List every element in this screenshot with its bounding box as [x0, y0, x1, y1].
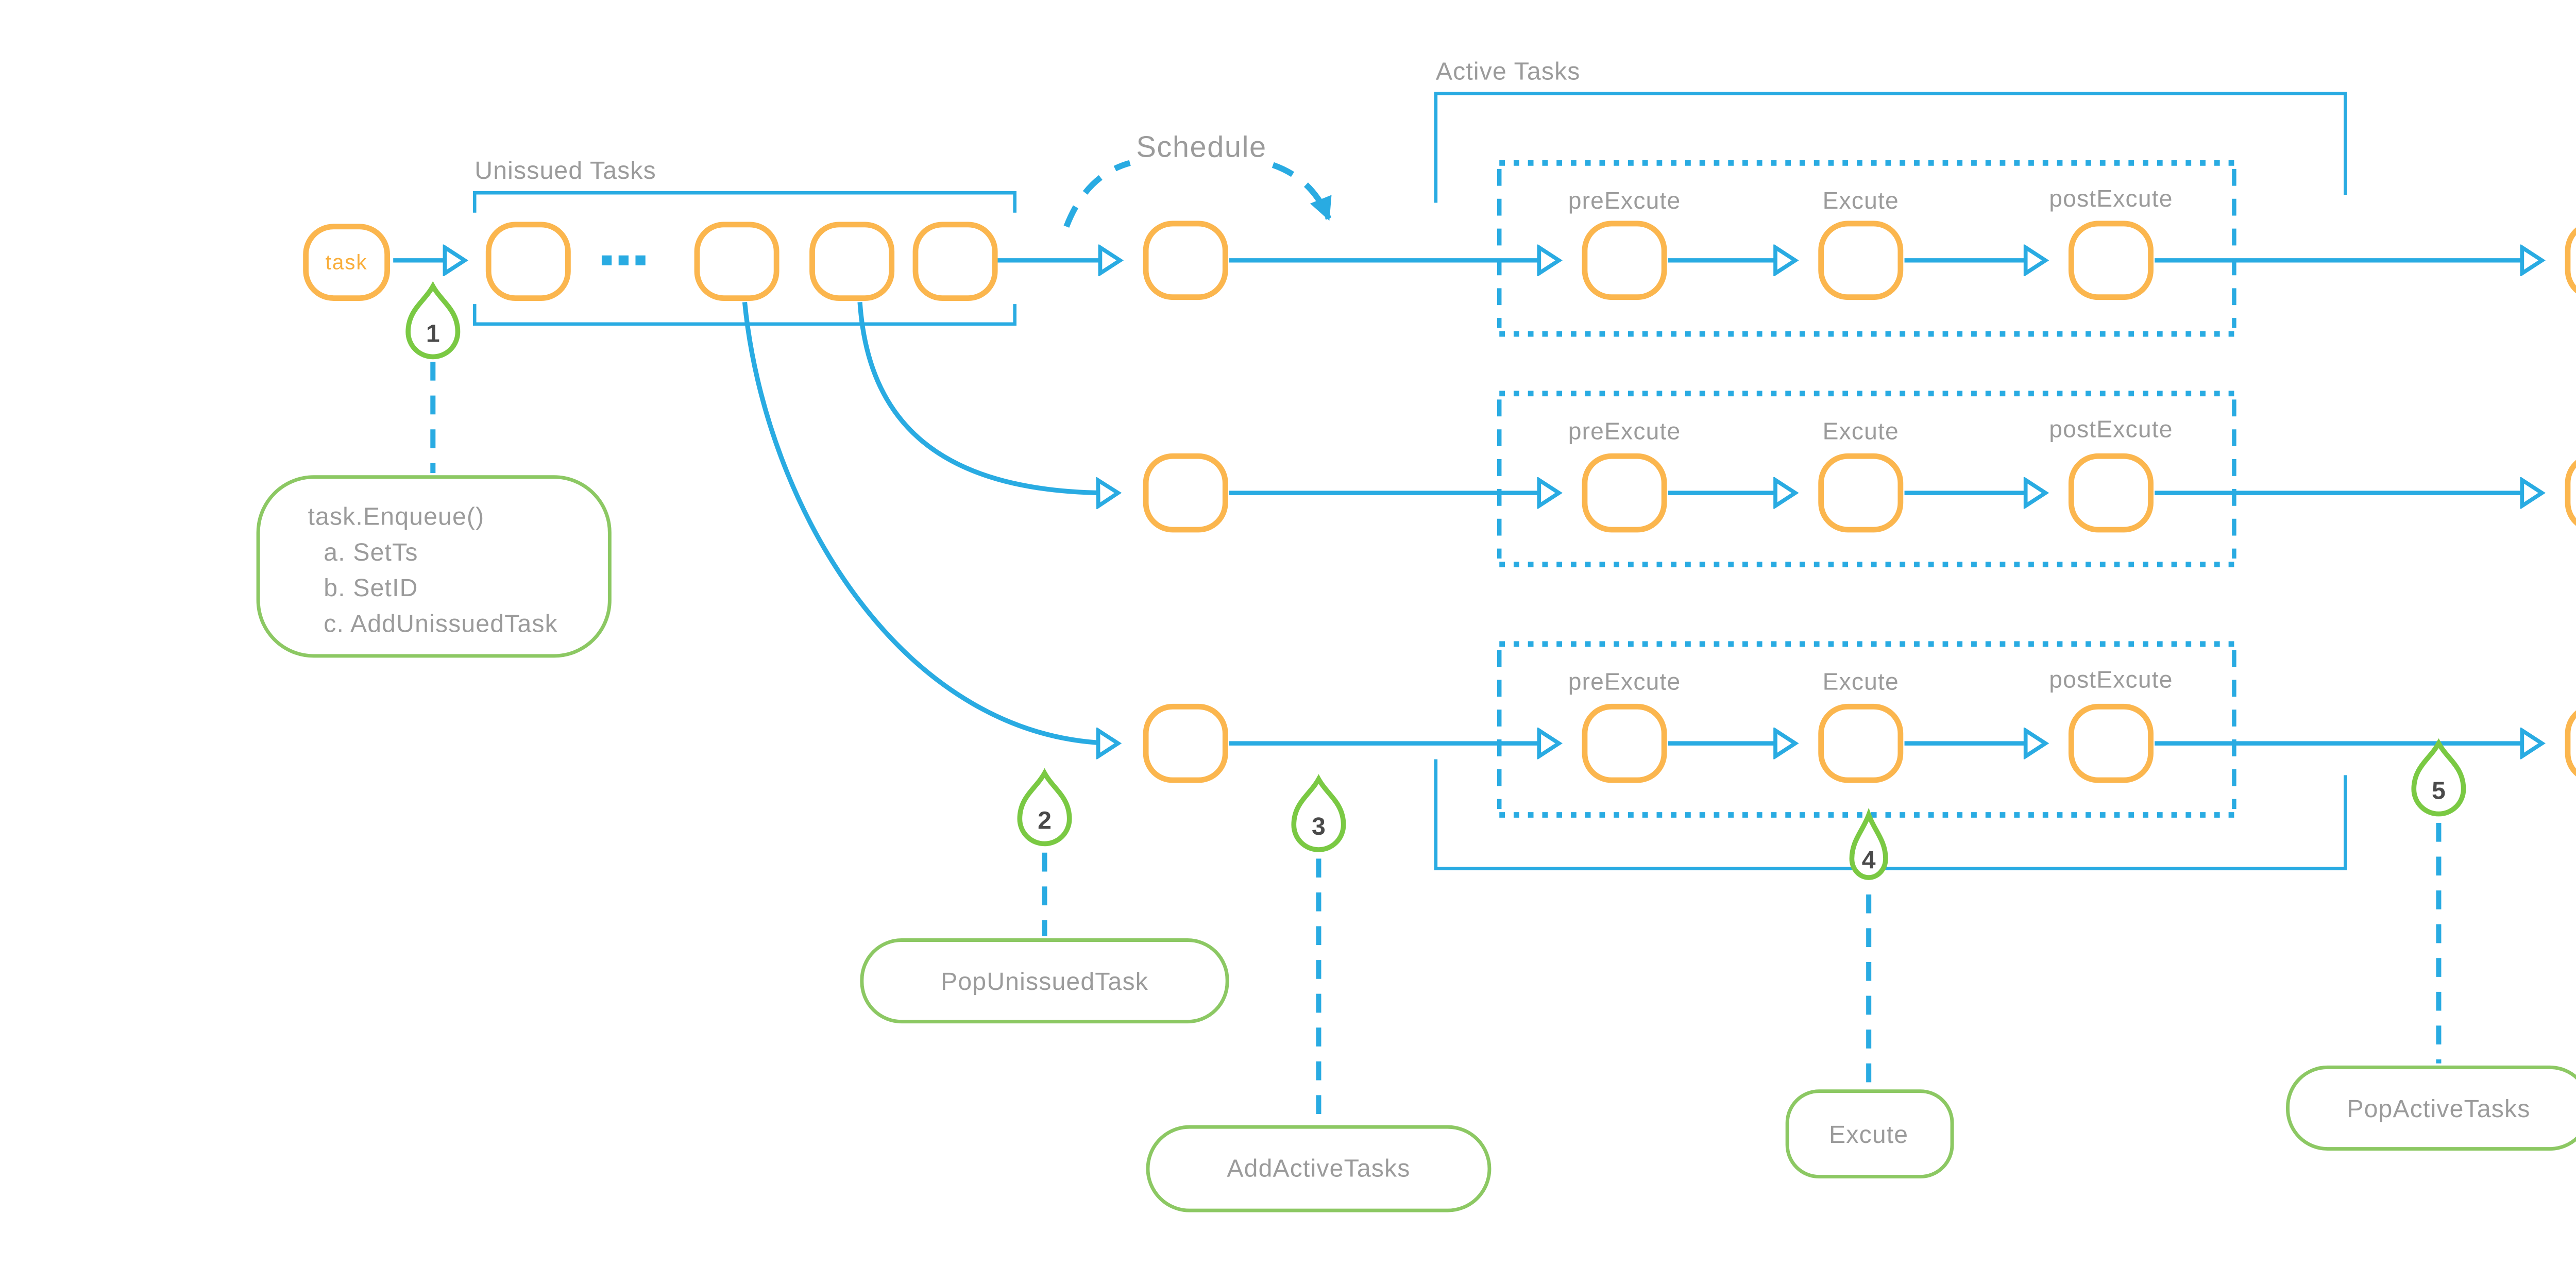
execute-node-3 — [1818, 703, 1904, 783]
step-callout-2-label: PopUnissuedTask — [941, 968, 1148, 996]
post-execute-node-2 — [2068, 453, 2154, 533]
pipeline-box-row-3 — [1497, 641, 2236, 818]
task-node — [303, 224, 391, 301]
pipeline-box-row-1 — [1497, 160, 2236, 337]
queue-ellipsis-icon — [601, 255, 646, 265]
step-number-4: 4 — [1862, 847, 1876, 874]
done-node-2 — [2565, 460, 2576, 526]
task-node-label: task — [326, 250, 368, 274]
queue-node-2 — [694, 222, 779, 301]
arrow-queue-to-schedule-2 — [857, 301, 1118, 493]
step-callout-3-label: AddActiveTasks — [1227, 1155, 1410, 1183]
step-marker-2: 2 — [1017, 768, 1072, 847]
execute-label-2: Excute — [1823, 417, 1899, 444]
schedule-label: Schedule — [1136, 131, 1266, 164]
nodes: task — [303, 221, 2576, 783]
post-execute-label-3: postExcute — [2049, 666, 2173, 693]
step-callout-4-label: Excute — [1829, 1121, 1908, 1149]
pre-execute-node-3 — [1582, 703, 1667, 783]
step-number-5: 5 — [2432, 777, 2446, 805]
step-marker-1: 1 — [405, 281, 461, 360]
pre-execute-node-1 — [1582, 221, 1667, 300]
post-execute-label-2: postExcute — [2049, 416, 2173, 443]
execute-node-1 — [1818, 221, 1904, 300]
schedule-node-row-1 — [1143, 221, 1228, 300]
step-callout-1-line-3: b. SetID — [324, 574, 418, 602]
post-execute-node-3 — [2068, 703, 2154, 783]
step-connectors — [430, 362, 2442, 1123]
schedule-arc-left — [1063, 160, 1131, 228]
step-number-2: 2 — [1038, 807, 1052, 835]
step-marker-4: 4 — [1849, 807, 1888, 880]
execute-label-3: Excute — [1823, 668, 1899, 695]
done-node-1 — [2565, 227, 2576, 294]
step-marker-5: 5 — [2411, 738, 2466, 817]
execute-label-1: Excute — [1823, 187, 1899, 214]
pre-execute-label-3: preExcute — [1568, 668, 1681, 695]
step-callout-5: PopActiveTasks — [2286, 1065, 2576, 1151]
step-number-1: 1 — [426, 319, 440, 347]
post-execute-node-1 — [2068, 221, 2154, 300]
arrow-queue-to-schedule-3 — [742, 301, 1118, 743]
step-number-3: 3 — [1312, 813, 1326, 840]
step-callout-1-line-1: task.Enqueue() — [308, 502, 484, 530]
done-node-3 — [2565, 710, 2576, 777]
step-marker-3: 3 — [1291, 774, 1346, 852]
step-callout-1-line-2: a. SetTs — [324, 538, 418, 566]
flow-arrows — [393, 260, 2542, 743]
schedule-node-row-2 — [1143, 453, 1228, 533]
schedule-node-row-3 — [1143, 703, 1228, 783]
step-callout-2: PopUnissuedTask — [860, 938, 1229, 1024]
pipeline-box-row-2 — [1497, 391, 2236, 567]
queue-node-1 — [485, 222, 571, 301]
queue-node-4 — [912, 222, 998, 301]
pre-execute-label-2: preExcute — [1568, 417, 1681, 444]
step-callout-1: task.Enqueue() a. SetTs b. SetID c. AddU… — [256, 475, 612, 658]
active-tasks-label: Active Tasks — [1436, 57, 1581, 85]
step-callout-3: AddActiveTasks — [1146, 1125, 1492, 1212]
pre-execute-node-2 — [1582, 453, 1667, 533]
step-callout-5-label: PopActiveTasks — [2347, 1095, 2530, 1123]
unissued-tasks-label: Unissued Tasks — [474, 157, 656, 184]
queue-node-3 — [809, 222, 895, 301]
step-callout-1-line-4: c. AddUnissuedTask — [324, 610, 558, 638]
post-execute-label-1: postExcute — [2049, 185, 2173, 212]
schedule-arc-right-arrow — [1272, 162, 1332, 221]
execute-node-2 — [1818, 453, 1904, 533]
pre-execute-label-1: preExcute — [1568, 187, 1681, 214]
step-callout-4: Excute — [1785, 1089, 1954, 1179]
pipeline-labels: preExcute Excute postExcute preExcute Ex… — [1568, 185, 2173, 695]
active-tasks-bracket — [1434, 92, 2347, 870]
unissued-tasks-bracket — [472, 191, 1016, 326]
